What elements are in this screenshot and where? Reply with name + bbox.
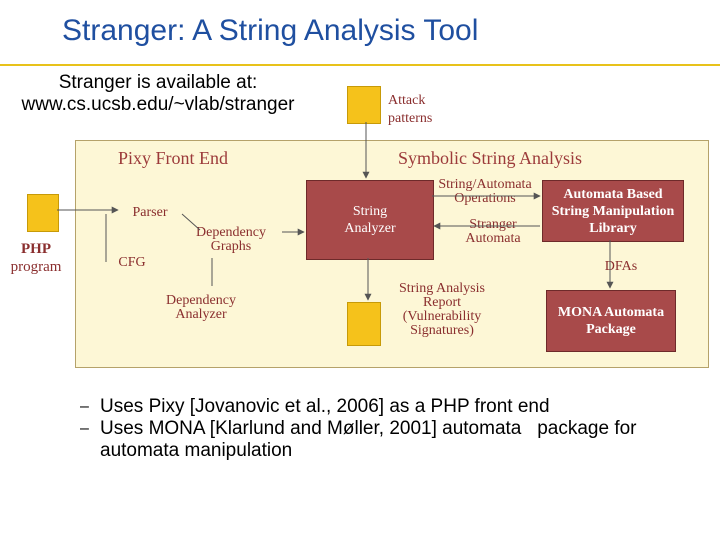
symbolic-string-analysis-header: Symbolic String Analysis: [398, 148, 583, 168]
bullet-item-1: – Uses Pixy [Jovanovic et al., 2006] as …: [80, 396, 710, 418]
string-analyzer-box: String Analyzer: [306, 180, 434, 260]
dependency-graphs-line-2: Graphs: [210, 239, 252, 254]
bullet-text-2: Uses MONA [Klarlund and Møller, 2001] au…: [100, 418, 637, 439]
stranger-automata-label: Stranger Automata: [448, 218, 538, 246]
availability-line-1: Stranger is available at:: [58, 72, 258, 93]
automata-library-line-1: Automata Based: [563, 186, 663, 202]
page-title: Stranger: A String Analysis Tool: [62, 14, 479, 47]
dfas-label: DFAs: [604, 259, 638, 274]
availability-url: www.cs.ucsb.edu/~vlab/stranger: [21, 94, 295, 115]
availability-note: Stranger is available at: www.cs.ucsb.ed…: [8, 72, 308, 116]
mona-package-box: MONA Automata Package: [546, 290, 676, 352]
report-document-icon: [347, 302, 381, 346]
dependency-graphs-line-1: Dependency: [196, 225, 266, 240]
mona-package-line-1: MONA Automata: [557, 305, 665, 320]
report-line-3: (Vulnerability: [402, 309, 482, 324]
dependency-analyzer-line-2: Analyzer: [175, 307, 227, 322]
attack-patterns-label: Attack patterns: [388, 92, 448, 128]
parser-label: Parser: [132, 205, 168, 220]
string-automata-operations-line-2: Operations: [454, 191, 516, 206]
attack-patterns-line-1: Attack: [388, 93, 426, 108]
dependency-graphs-label: Dependency Graphs: [186, 226, 276, 254]
php-program-line-2: program: [10, 259, 62, 275]
report-line-1: String Analysis: [399, 281, 485, 296]
mona-package-line-2: Package: [586, 322, 636, 337]
automata-library-line-2: String Manipulation: [551, 203, 675, 219]
bullet-text-2-continued: automata manipulation: [100, 440, 293, 461]
dependency-graphs-line: [181, 213, 201, 231]
string-analysis-report-label: String Analysis Report (Vulnerability Si…: [388, 282, 496, 338]
automata-library-line-3: Library: [589, 220, 637, 236]
report-line-4: Signatures): [410, 323, 474, 338]
string-automata-operations-line-1: String/Automata: [438, 177, 532, 192]
cfg-label: CFG: [118, 255, 146, 270]
attack-patterns-document-icon: [347, 86, 381, 124]
php-program-document-icon: [27, 194, 59, 232]
string-automata-operations-label: String/Automata Operations: [430, 178, 540, 206]
php-program-line-1: PHP: [21, 241, 51, 257]
bullet-dash-1: –: [80, 398, 89, 415]
dependency-analyzer-label: Dependency Analyzer: [156, 294, 246, 322]
pixy-front-end-header: Pixy Front End: [118, 148, 229, 168]
dependency-analyzer-line-1: Dependency: [166, 293, 236, 308]
attack-patterns-line-2: patterns: [388, 111, 433, 126]
stranger-automata-line-2: Automata: [465, 231, 521, 246]
bullet-dash-2: –: [80, 420, 89, 437]
bullet-list: – Uses Pixy [Jovanovic et al., 2006] as …: [80, 396, 710, 462]
report-line-2: Report: [422, 295, 462, 310]
title-divider: [0, 64, 720, 66]
php-program-label: PHP program: [6, 240, 66, 276]
stranger-automata-line-1: Stranger: [469, 217, 517, 232]
string-analyzer-line-1: String: [352, 204, 388, 219]
bullet-item-2: – Uses MONA [Klarlund and Møller, 2001] …: [80, 418, 710, 440]
automata-library-box: Automata Based String Manipulation Libra…: [542, 180, 684, 242]
bullet-text-1: Uses Pixy [Jovanovic et al., 2006] as a …: [100, 396, 550, 417]
string-analyzer-line-2: Analyzer: [344, 221, 396, 236]
